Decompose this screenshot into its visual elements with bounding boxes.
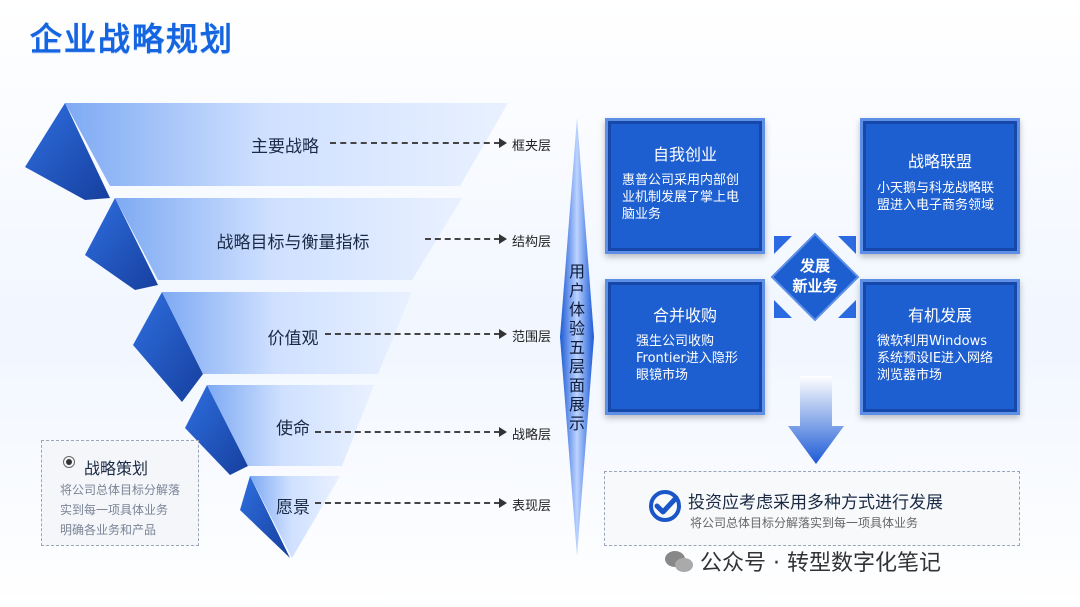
box-desc-line: Frontier进入隐形 <box>636 351 738 366</box>
pyramid-level-3-face <box>162 292 412 374</box>
layer-label-5: 表现层 <box>512 499 552 514</box>
pyramid-label-level-4: 使命 <box>276 419 310 439</box>
strategy-note-line: 将公司总体目标分解落 <box>60 483 181 497</box>
box-desc: 微软利用Windows 系统预设IE进入网络 浏览器市场 <box>877 333 1007 384</box>
pyramid-label-level-1: 主要战略 <box>251 137 319 157</box>
vertical-label: 用户体验五层面展示 <box>568 262 585 433</box>
page-title: 企业战略规划 <box>30 20 235 58</box>
arrow-up-left-icon <box>774 236 792 254</box>
arrow-down-icon <box>788 376 844 464</box>
box-title: 有机发展 <box>907 306 972 325</box>
layer-label-3: 范围层 <box>512 330 552 345</box>
vertical-band <box>560 118 594 556</box>
pyramid-level-2-face <box>115 198 462 280</box>
pyramid-level-2-side <box>85 198 158 290</box>
box-desc-line: 业机制发展了掌上电 <box>622 190 740 205</box>
box-desc-line: 小天鹅与科龙战略联 <box>877 181 995 196</box>
pyramid-label-level-3: 价值观 <box>267 329 319 349</box>
strategy-note-line: 实到每一项具体业务 <box>60 503 169 517</box>
layer-label-1: 框夹层 <box>512 139 552 154</box>
arrow-down-right-icon <box>838 300 856 318</box>
box-desc: 强生公司收购 Frontier进入隐形 眼镜市场 <box>636 333 752 384</box>
box-desc-line: 浏览器市场 <box>877 368 943 383</box>
connector-line <box>330 142 500 144</box>
box-strategic-alliance: 战略联盟 小天鹅与科龙战略联 盟进入电子商务领域 <box>860 118 1020 254</box>
conclusion-box <box>604 471 1020 546</box>
pyramid-level-1-face <box>65 103 508 186</box>
box-title: 合并收购 <box>652 306 717 325</box>
strategy-note-title: 战略策划 <box>84 459 149 478</box>
box-desc: 惠普公司采用内部创 业机制发展了掌上电 脑业务 <box>622 172 752 223</box>
arrow-down-left-icon <box>774 300 792 318</box>
conclusion-desc: 将公司总体目标分解落实到每一项具体业务 <box>690 516 919 530</box>
check-circle-icon <box>649 490 681 522</box>
box-title: 战略联盟 <box>907 152 972 171</box>
pyramid-label-level-2: 战略目标与衡量指标 <box>216 233 370 253</box>
layer-label-2: 结构层 <box>512 235 552 250</box>
arrow-right-icon <box>499 498 507 508</box>
arrow-right-icon <box>499 329 507 339</box>
arrow-right-icon <box>499 234 507 244</box>
radio-icon <box>63 456 75 468</box>
box-desc-line: 微软利用Windows <box>877 334 988 349</box>
box-desc-line: 脑业务 <box>622 207 662 222</box>
radio-dot-icon <box>66 459 72 465</box>
center-line-1: 发展 <box>799 257 830 275</box>
arrow-right-icon <box>499 138 507 148</box>
pyramid-level-4-face <box>207 385 374 466</box>
arrow-up-right-icon <box>838 236 856 254</box>
conclusion-title: 投资应考虑采用多种方式进行发展 <box>688 493 943 513</box>
box-desc-line: 眼镜市场 <box>636 368 689 383</box>
strategy-note-desc: 将公司总体目标分解落 实到每一项具体业务 明确各业务和产品 <box>60 480 200 540</box>
layer-label-4: 战略层 <box>512 428 552 443</box>
box-title: 自我创业 <box>652 145 717 164</box>
wechat-icon <box>665 551 693 572</box>
connector-line <box>425 238 500 240</box>
watermark-text: 公众号 · 转型数字化笔记 <box>700 551 941 576</box>
box-organic-growth: 有机发展 微软利用Windows 系统预设IE进入网络 浏览器市场 <box>860 279 1020 415</box>
pyramid-level-3-side <box>133 292 203 402</box>
pyramid-level-5-face <box>250 476 340 558</box>
box-desc-line: 盟进入电子商务领域 <box>877 198 995 213</box>
box-desc: 小天鹅与科龙战略联 盟进入电子商务领域 <box>877 180 1007 214</box>
arrow-right-icon <box>499 427 507 437</box>
center-label: 发展 新业务 <box>782 256 848 296</box>
box-desc-line: 惠普公司采用内部创 <box>622 173 740 188</box>
center-line-2: 新业务 <box>792 277 838 295</box>
strategy-note-line: 明确各业务和产品 <box>60 523 157 537</box>
pyramid-level-5-side <box>240 476 290 558</box>
connector-line <box>315 502 500 504</box>
connector-line <box>325 333 500 335</box>
center-diamond <box>770 232 860 322</box>
pyramid-diagram <box>25 103 508 558</box>
box-desc-line: 强生公司收购 <box>636 334 715 349</box>
box-desc-line: 系统预设IE进入网络 <box>877 351 994 366</box>
connector-line <box>315 431 500 433</box>
box-self-startup: 自我创业 惠普公司采用内部创 业机制发展了掌上电 脑业务 <box>605 118 765 254</box>
pyramid-label-level-5: 愿景 <box>276 498 310 518</box>
pyramid-level-4-side <box>185 385 248 475</box>
pyramid-level-1-side <box>25 103 110 200</box>
box-merger-acquisition: 合并收购 强生公司收购 Frontier进入隐形 眼镜市场 <box>605 279 765 415</box>
